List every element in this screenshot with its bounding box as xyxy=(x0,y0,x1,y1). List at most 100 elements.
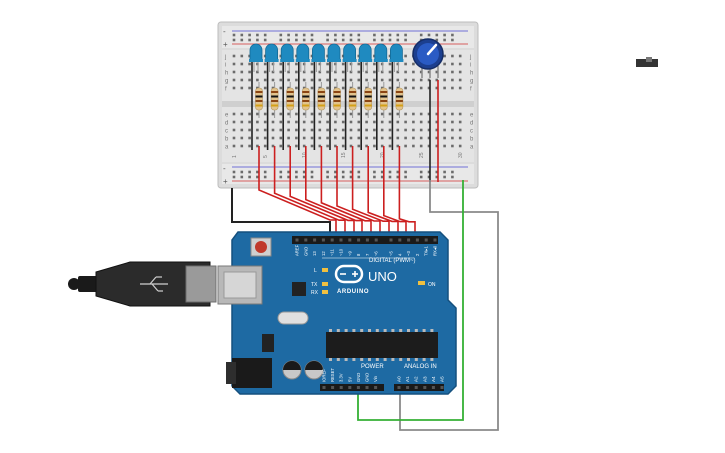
header-pin[interactable] xyxy=(397,386,401,389)
rail-hole xyxy=(334,170,337,174)
breadboard-hole xyxy=(419,136,423,140)
analog-pin-label: A1 xyxy=(405,376,410,382)
header-pin[interactable] xyxy=(406,386,410,389)
breadboard-hole xyxy=(295,112,298,116)
slide-switch[interactable] xyxy=(636,57,658,67)
header-pin[interactable] xyxy=(295,238,299,242)
header-pin[interactable] xyxy=(330,238,334,242)
header-pin[interactable] xyxy=(415,238,419,242)
resistor-band xyxy=(395,104,403,107)
rail-hole xyxy=(334,33,337,37)
breadboard-hole xyxy=(248,112,251,116)
header-pin[interactable] xyxy=(440,386,444,389)
l-led xyxy=(322,268,328,272)
header-pin[interactable] xyxy=(331,386,335,389)
digital-pin-header xyxy=(292,236,438,244)
led[interactable] xyxy=(374,43,388,61)
header-pin[interactable] xyxy=(357,238,361,242)
breadboard-hole xyxy=(326,54,329,58)
led-row xyxy=(249,43,404,72)
header-pin[interactable] xyxy=(321,238,325,242)
connection-wires xyxy=(231,180,499,431)
rail-hole xyxy=(263,175,267,179)
led[interactable] xyxy=(343,43,356,61)
breadboard-hole xyxy=(419,144,423,148)
breadboard-hole xyxy=(458,78,462,82)
power-pin-label: 5V xyxy=(347,377,352,382)
rail-hole xyxy=(256,33,259,37)
header-pin[interactable] xyxy=(398,238,402,242)
breadboard-hole xyxy=(240,78,244,82)
rail-hole xyxy=(427,170,431,174)
led[interactable] xyxy=(296,43,310,61)
breadboard-hole xyxy=(427,136,431,140)
breadboard-hole xyxy=(256,120,259,124)
breadboard-hole xyxy=(396,128,400,132)
header-pin[interactable] xyxy=(414,386,418,389)
header-pin[interactable] xyxy=(424,238,428,242)
row-letter-right: h xyxy=(470,71,473,77)
crystal-oscillator xyxy=(277,311,309,325)
led[interactable] xyxy=(265,43,278,61)
breadboard-hole xyxy=(279,120,283,124)
header-pin[interactable] xyxy=(339,238,343,242)
header-pin[interactable] xyxy=(348,238,352,242)
header-pin[interactable] xyxy=(374,238,378,242)
header-pin[interactable] xyxy=(431,386,435,389)
breadboard-hole xyxy=(279,144,283,148)
header-pin[interactable] xyxy=(356,386,360,389)
reset-button[interactable] xyxy=(255,241,267,253)
led[interactable] xyxy=(280,43,294,61)
digital-signal-wire xyxy=(398,180,416,240)
breadboard-hole xyxy=(318,120,322,124)
header-pin[interactable] xyxy=(348,386,352,389)
rail-hole xyxy=(435,170,439,174)
power-pin-label: IOREF xyxy=(322,369,327,382)
header-pin[interactable] xyxy=(423,386,427,389)
rail-hole xyxy=(287,33,290,37)
led[interactable] xyxy=(327,43,341,61)
breadboard-hole xyxy=(310,120,314,124)
breadboard-hole xyxy=(412,62,415,66)
resistors xyxy=(255,82,404,118)
header-pin[interactable] xyxy=(374,386,378,389)
resistor-band xyxy=(333,104,341,107)
row-letter-left: c xyxy=(225,129,228,135)
led[interactable] xyxy=(358,43,372,61)
breadboard-hole xyxy=(419,120,423,124)
top-power-rail xyxy=(222,26,474,48)
breadboard-hole xyxy=(458,62,462,66)
led[interactable] xyxy=(390,43,403,61)
header-pin[interactable] xyxy=(365,238,369,242)
rail-hole xyxy=(419,33,423,37)
resistor-band xyxy=(286,104,294,107)
breadboard-hole xyxy=(357,70,361,74)
header-pin[interactable] xyxy=(365,386,369,389)
breadboard-hole xyxy=(326,128,329,132)
slide-switch-lever[interactable] xyxy=(646,57,652,62)
header-pin[interactable] xyxy=(407,238,411,242)
digital-pin-label: 12 xyxy=(321,251,326,256)
breadboard-hole xyxy=(271,120,275,124)
breadboard-hole xyxy=(404,54,407,58)
analog-pin-header xyxy=(394,384,444,391)
breadboard-hole xyxy=(412,86,415,90)
header-pin[interactable] xyxy=(304,238,308,242)
header-pin[interactable] xyxy=(389,238,393,242)
ic-pin xyxy=(383,358,387,361)
header-pin[interactable] xyxy=(313,238,317,242)
breadboard-hole xyxy=(388,70,392,74)
header-pin[interactable] xyxy=(433,238,437,242)
led[interactable] xyxy=(312,43,325,61)
breadboard-hole xyxy=(263,86,267,90)
header-pin[interactable] xyxy=(322,386,326,389)
led[interactable] xyxy=(249,43,263,61)
ic-pin xyxy=(391,358,395,361)
breadboard-hole xyxy=(302,128,306,132)
breadboard-hole xyxy=(396,136,400,140)
row-letter-left: e xyxy=(225,113,229,119)
header-pin[interactable] xyxy=(339,386,343,389)
potentiometer[interactable] xyxy=(412,38,444,78)
digital-header-label: DIGITAL (PWM~) xyxy=(369,258,416,264)
